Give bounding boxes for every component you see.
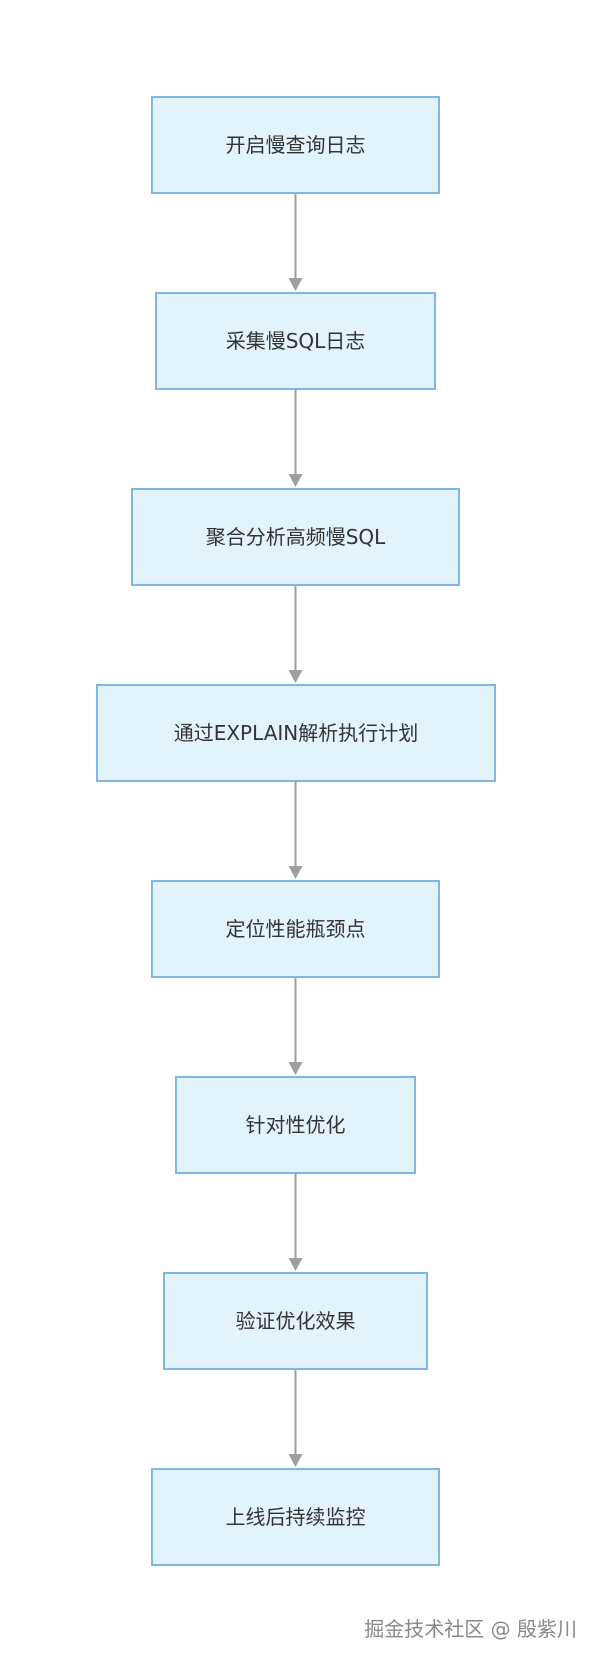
arrow-5-to-6 xyxy=(288,978,303,1075)
step-7-label: 验证优化效果 xyxy=(235,1309,356,1333)
step-6-label: 针对性优化 xyxy=(245,1113,346,1137)
step-6-node: 针对性优化 xyxy=(175,1076,416,1174)
arrow-3-to-4 xyxy=(288,586,303,683)
step-8-node: 上线后持续监控 xyxy=(151,1468,440,1566)
step-5-node: 定位性能瓶颈点 xyxy=(151,880,440,978)
arrow-4-to-5 xyxy=(288,782,303,879)
step-3-label: 聚合分析高频慢SQL xyxy=(205,525,386,549)
arrow-1-to-2 xyxy=(288,194,303,291)
arrow-7-to-8 xyxy=(288,1370,303,1467)
step-4-label: 通过EXPLAIN解析执行计划 xyxy=(173,721,419,745)
arrow-2-to-3 xyxy=(288,390,303,487)
step-1-node: 开启慢查询日志 xyxy=(151,96,440,194)
step-3-node: 聚合分析高频慢SQL xyxy=(131,488,460,586)
watermark: 掘金技术社区 @ 殷紫川 xyxy=(364,1617,577,1641)
step-2-node: 采集慢SQL日志 xyxy=(155,292,436,390)
step-4-node: 通过EXPLAIN解析执行计划 xyxy=(96,684,496,782)
step-8-label: 上线后持续监控 xyxy=(225,1505,366,1529)
step-2-label: 采集慢SQL日志 xyxy=(225,329,366,353)
step-7-node: 验证优化效果 xyxy=(163,1272,428,1370)
arrow-6-to-7 xyxy=(288,1174,303,1271)
step-1-label: 开启慢查询日志 xyxy=(225,133,366,157)
step-5-label: 定位性能瓶颈点 xyxy=(225,917,366,941)
